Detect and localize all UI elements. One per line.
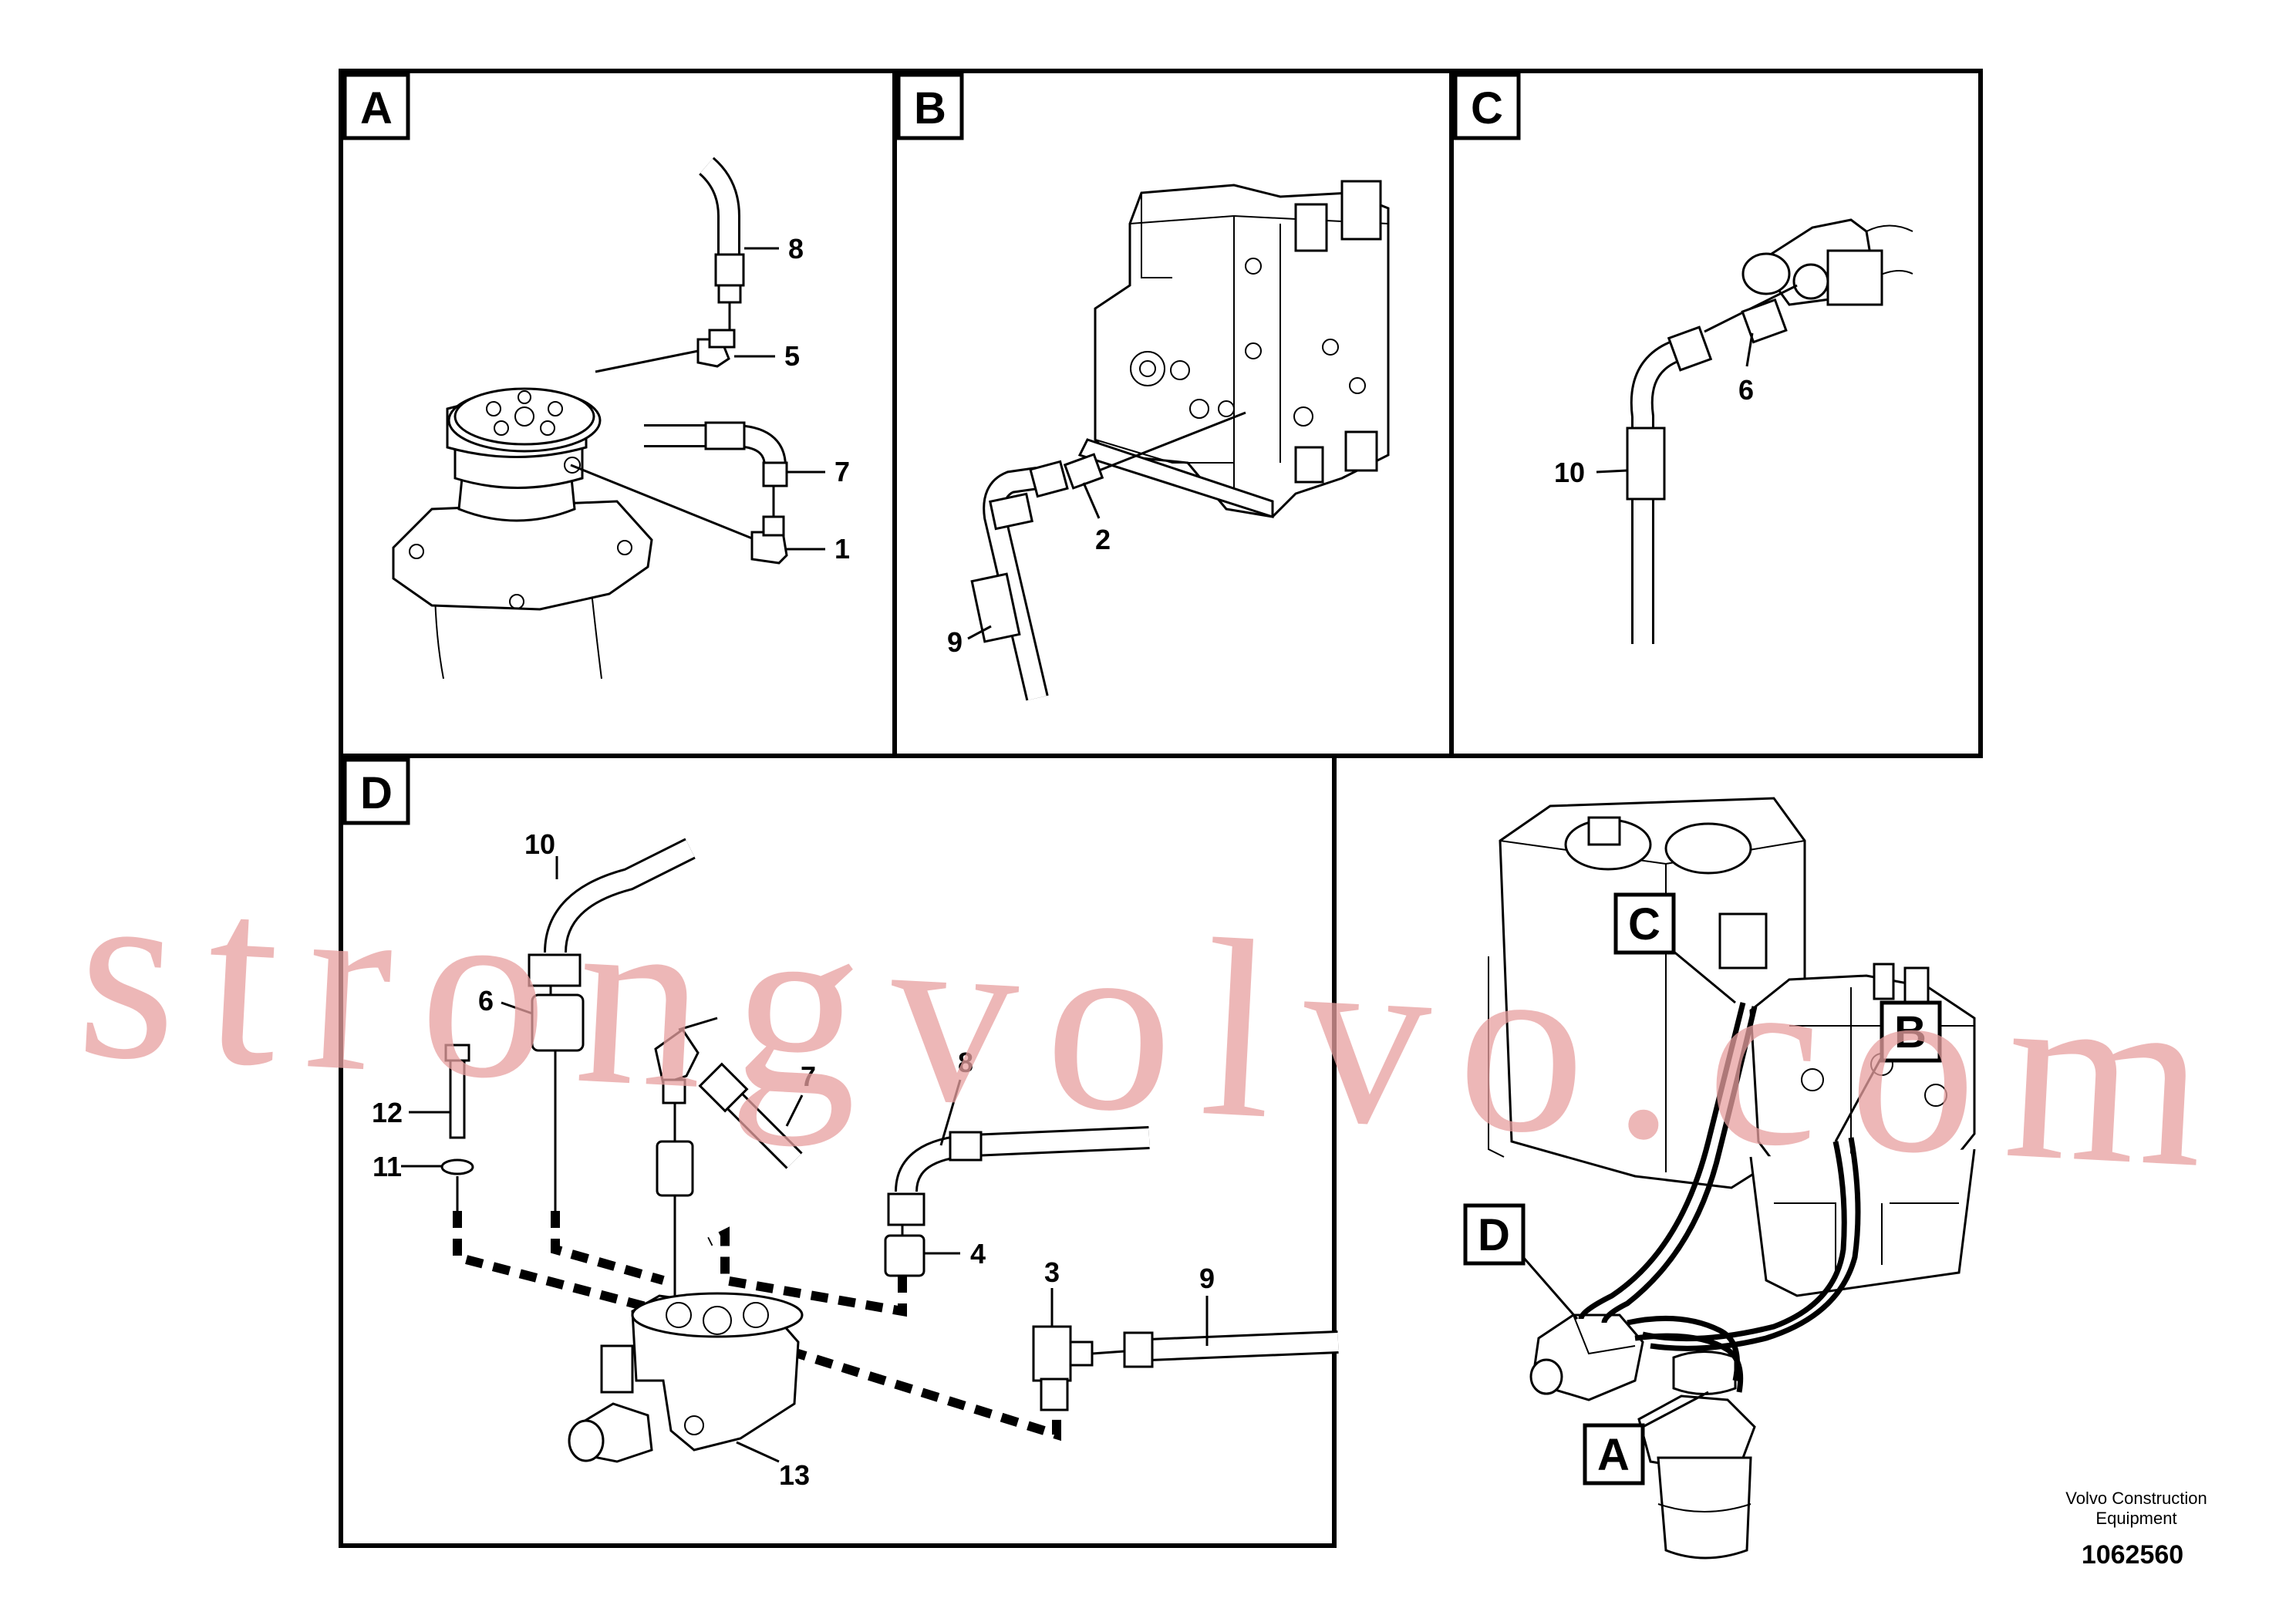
document-number: 1062560	[2082, 1540, 2183, 1570]
overview-key-a: A	[1583, 1423, 1645, 1485]
svg-text:B: B	[914, 83, 946, 133]
svg-text:D: D	[360, 768, 393, 818]
panel-d-callouts: 10 6 7 8 12 11 4 3 9 13	[372, 828, 1215, 1491]
overview-drawing	[1488, 797, 1976, 1560]
panel-label-a: A	[342, 73, 410, 140]
panel-a-drawing	[392, 157, 825, 679]
callout-1: 1	[834, 533, 850, 565]
overview-key-d: D	[1463, 1203, 1526, 1266]
callout-5: 5	[784, 340, 800, 372]
callout-8: 8	[958, 1047, 973, 1078]
callout-7: 7	[834, 456, 850, 487]
callout-8: 8	[788, 233, 804, 265]
callout-10: 10	[1554, 457, 1585, 488]
panel-c-drawing	[1596, 218, 1913, 644]
panel-c-callouts: 6 10	[1554, 374, 1754, 488]
callout-13: 13	[779, 1459, 810, 1491]
panel-label-b: B	[896, 73, 964, 140]
overview-key-c: C	[1613, 892, 1676, 955]
publisher-credit-line2: Equipment	[2095, 1509, 2176, 1528]
callout-4: 4	[970, 1238, 986, 1270]
callout-6: 6	[478, 985, 494, 1017]
panel-label-c: C	[1453, 73, 1521, 140]
svg-text:C: C	[1628, 899, 1660, 949]
callout-9: 9	[1199, 1263, 1215, 1294]
panel-frames	[339, 69, 1983, 1548]
panel-b-callouts: 2 9	[947, 524, 1111, 658]
svg-text:D: D	[1478, 1210, 1510, 1260]
callout-11: 11	[373, 1151, 402, 1182]
svg-text:C: C	[1471, 83, 1503, 133]
svg-text:B: B	[1894, 1007, 1927, 1057]
panel-b-drawing	[967, 180, 1390, 701]
callout-9: 9	[947, 626, 963, 658]
callout-6: 6	[1738, 374, 1754, 406]
callout-3: 3	[1044, 1256, 1060, 1288]
panel-a-callouts: 8 5 7 1	[784, 233, 850, 565]
callout-12: 12	[372, 1097, 403, 1128]
publisher-credit-line1: Volvo Construction	[2065, 1489, 2207, 1508]
overview-key-b: B	[1880, 1000, 1942, 1063]
svg-text:A: A	[1597, 1430, 1630, 1480]
panel-d-drawing	[401, 838, 1339, 1463]
callout-2: 2	[1095, 524, 1111, 555]
callout-10: 10	[524, 828, 555, 860]
svg-text:A: A	[360, 83, 393, 133]
callout-7: 7	[801, 1061, 816, 1092]
panel-label-d: D	[342, 757, 410, 825]
